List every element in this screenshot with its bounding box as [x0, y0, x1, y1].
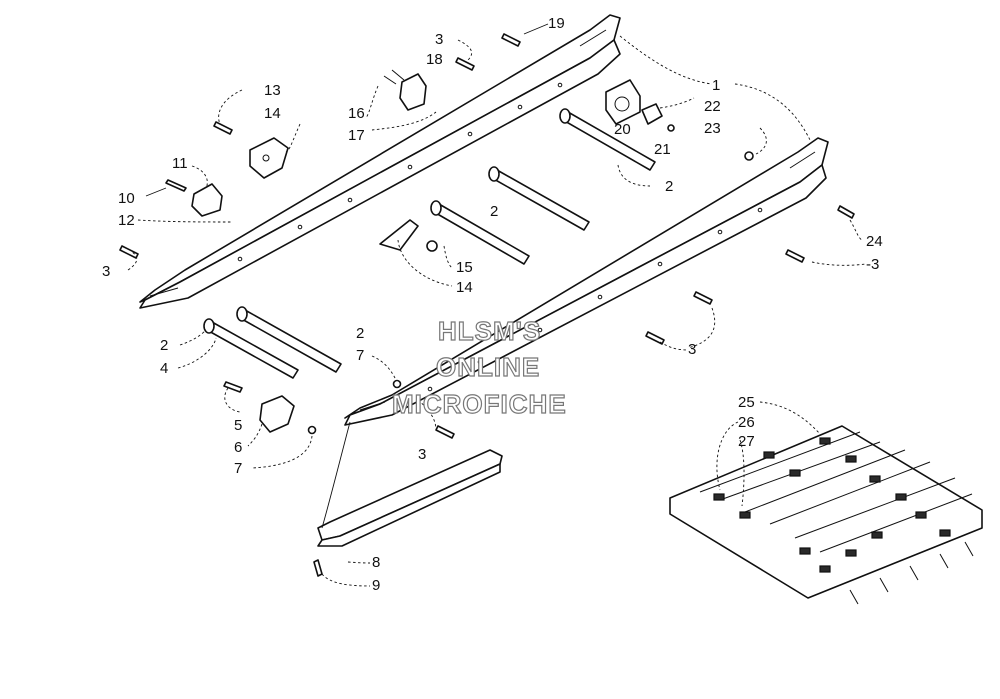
- callout-17: 17: [348, 127, 365, 144]
- left-slide-rail: [139, 14, 621, 309]
- callout-2: 2: [665, 178, 673, 195]
- callout-2: 2: [160, 337, 168, 354]
- callout-3: 3: [688, 341, 696, 358]
- callout-8: 8: [372, 554, 380, 571]
- callout-14: 14: [456, 279, 473, 296]
- cross-shafts: [203, 108, 656, 379]
- callout-11: 11: [172, 155, 188, 172]
- rear-axle-parts: [605, 79, 754, 161]
- watermark-line-2: ONLINE: [436, 352, 540, 382]
- callout-9: 9: [372, 577, 380, 594]
- callout-2: 2: [356, 325, 364, 342]
- callout-3: 3: [435, 31, 443, 48]
- callout-3: 3: [102, 263, 110, 280]
- watermark: HLSM'S ONLINE MICROFICHE: [391, 315, 567, 419]
- callout-3: 3: [418, 446, 426, 463]
- callout-27: 27: [738, 433, 755, 450]
- hyfax-slide: [317, 449, 503, 547]
- callout-24: 24: [866, 233, 883, 250]
- callout-1: 1: [712, 77, 720, 94]
- watermark-line-1: HLSM'S: [438, 316, 541, 346]
- callout-22: 22: [704, 98, 721, 115]
- callout-25: 25: [738, 394, 755, 411]
- track-section: [669, 425, 983, 605]
- callout-21: 21: [654, 141, 671, 158]
- callout-6: 6: [234, 439, 242, 456]
- brackets: [191, 69, 438, 433]
- callout-10: 10: [118, 190, 135, 207]
- callout-3: -3: [866, 256, 879, 273]
- callout-18: 18: [426, 51, 443, 68]
- callout-15: 15: [456, 259, 473, 276]
- callout-4: 4: [160, 360, 168, 377]
- callout-14: 14: [264, 105, 281, 122]
- bolts: [119, 33, 855, 577]
- callout-19: 19: [548, 15, 565, 32]
- callout-5: 5: [234, 417, 242, 434]
- callout-labels: 1 19 3 18 16 17 13 14 11 10 12 3 22 23 2…: [102, 15, 883, 594]
- callout-13: 13: [264, 82, 281, 99]
- callout-7: 7: [234, 460, 242, 477]
- callout-20: 20: [614, 121, 631, 138]
- callout-12: 12: [118, 212, 135, 229]
- leader-lines: [127, 23, 867, 587]
- callout-23: 23: [704, 120, 721, 137]
- callout-16: 16: [348, 105, 365, 122]
- callout-7: 7: [356, 347, 364, 364]
- watermark-line-3: MICROFICHE: [392, 389, 567, 419]
- callout-2: 2: [490, 203, 498, 220]
- right-slide-rail: [344, 137, 829, 426]
- callout-26: 26: [738, 414, 755, 431]
